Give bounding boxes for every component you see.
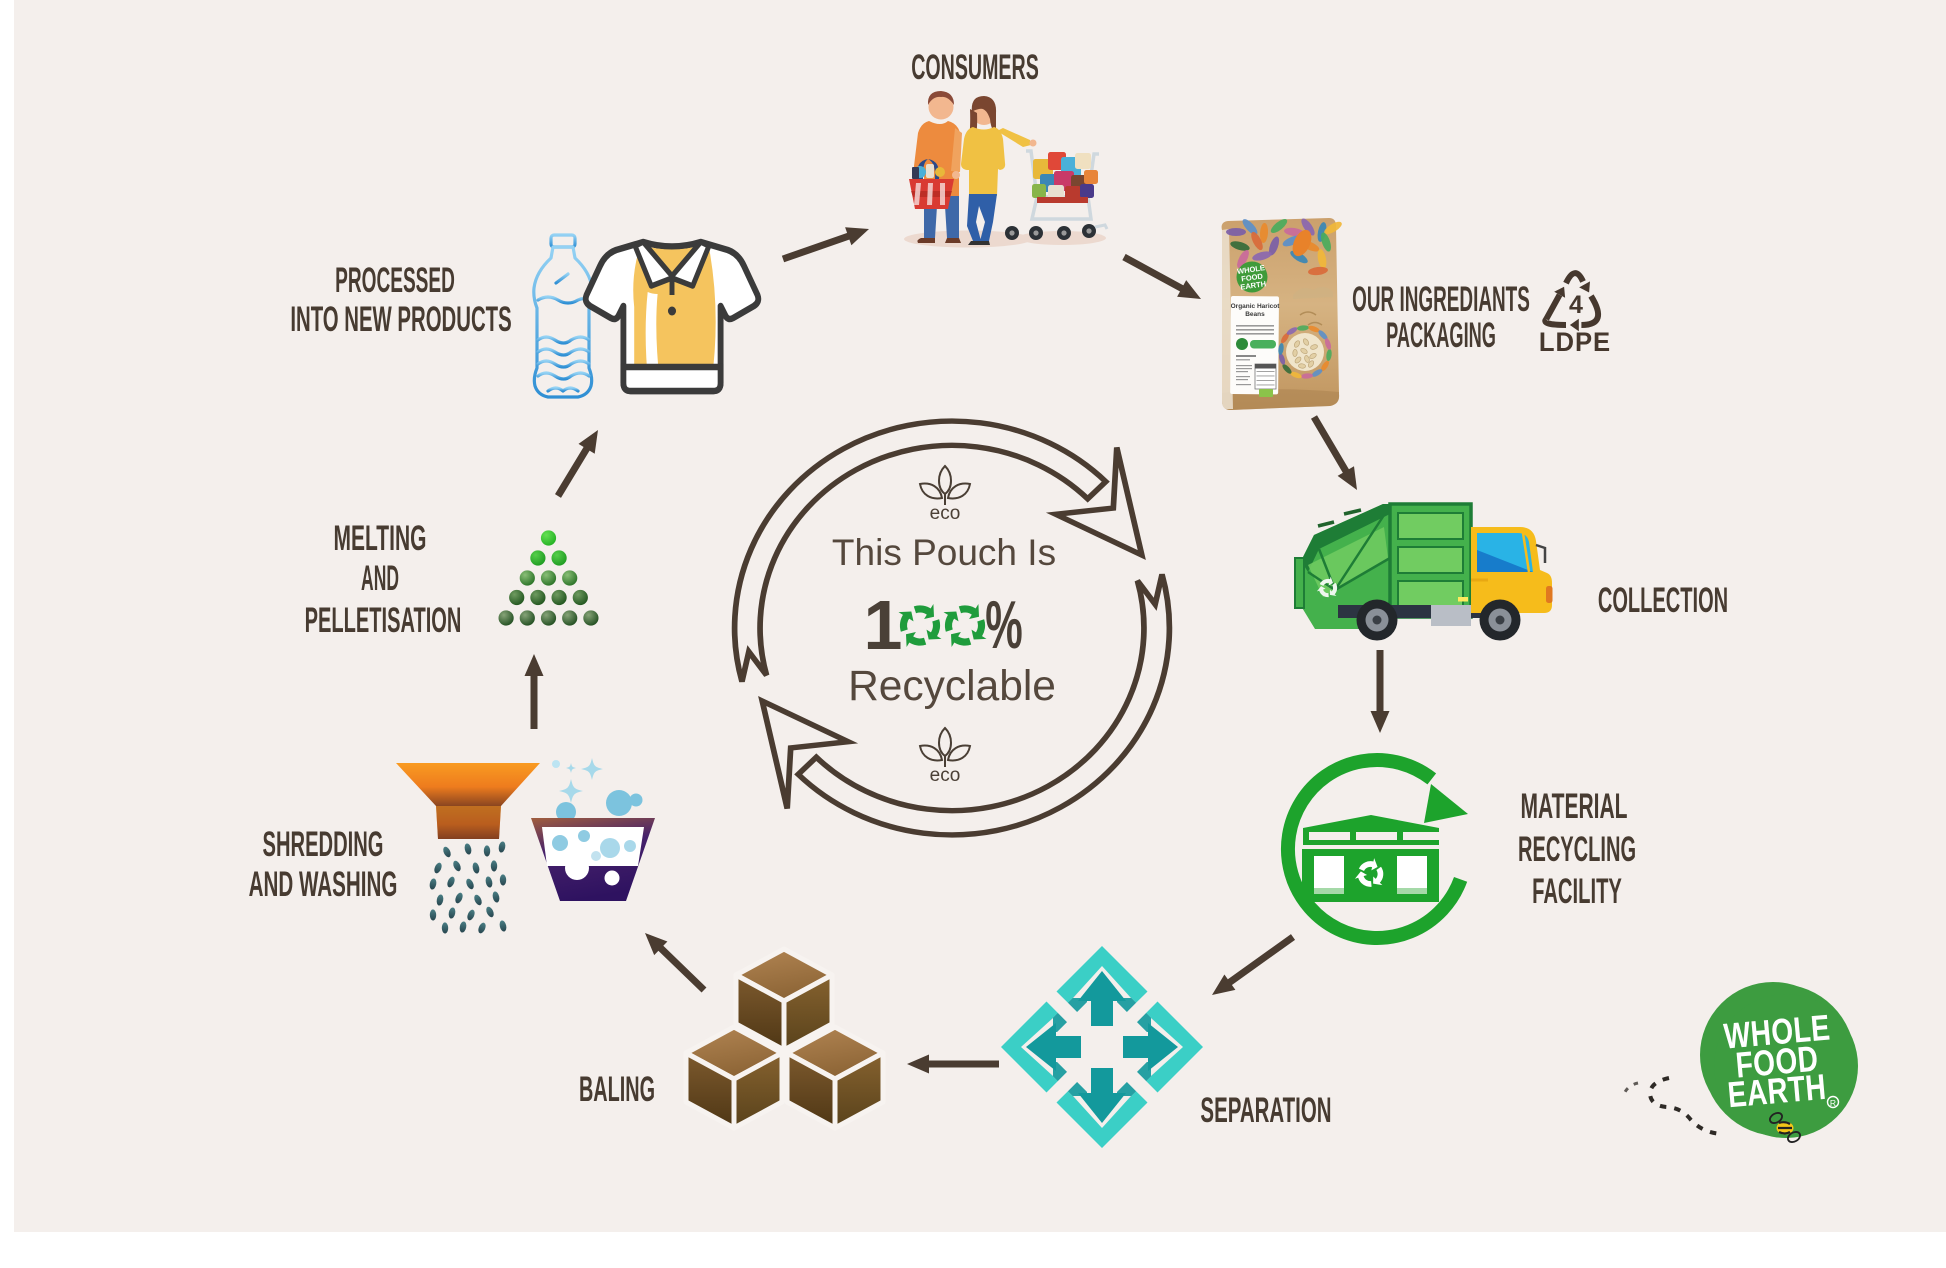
svg-text:R: R — [1830, 1098, 1836, 1108]
svg-text:FOOD: FOOD — [1241, 271, 1264, 283]
svg-text:RECYCLING: RECYCLING — [1518, 830, 1636, 869]
svg-text:1: 1 — [864, 586, 903, 664]
svg-text:4: 4 — [1569, 291, 1583, 319]
svg-text:OUR INGREDIANTS: OUR INGREDIANTS — [1352, 280, 1530, 319]
svg-text:COLLECTION: COLLECTION — [1598, 581, 1728, 620]
svg-text:WHOLE: WHOLE — [1722, 1007, 1831, 1056]
svg-text:AND WASHING: AND WASHING — [249, 866, 398, 905]
svg-text:WHOLE: WHOLE — [1237, 263, 1266, 276]
svg-text:Recyclable: Recyclable — [848, 663, 1056, 710]
svg-text:eco: eco — [930, 503, 961, 524]
svg-text:AND: AND — [361, 558, 399, 597]
svg-text:INTO NEW PRODUCTS: INTO NEW PRODUCTS — [290, 300, 511, 339]
svg-text:FOOD: FOOD — [1734, 1038, 1820, 1085]
svg-text:BALING: BALING — [579, 1070, 655, 1109]
svg-text:EARTH: EARTH — [1240, 279, 1267, 292]
svg-text:MELTING: MELTING — [334, 520, 427, 559]
svg-text:SEPARATION: SEPARATION — [1200, 1091, 1331, 1130]
svg-text:PROCESSED: PROCESSED — [335, 260, 455, 300]
svg-text:EARTH: EARTH — [1726, 1066, 1828, 1115]
svg-text:SHREDDING: SHREDDING — [263, 825, 384, 864]
svg-text:PACKAGING: PACKAGING — [1386, 316, 1496, 355]
svg-text:eco: eco — [930, 765, 961, 786]
svg-text:Organic Haricot: Organic Haricot — [1231, 303, 1281, 310]
svg-text:%: % — [985, 587, 1022, 663]
svg-text:PELLETISATION: PELLETISATION — [305, 601, 462, 640]
svg-text:MATERIAL: MATERIAL — [1520, 788, 1627, 827]
svg-text:This Pouch Is: This Pouch Is — [832, 532, 1056, 573]
svg-text:Beans: Beans — [1245, 311, 1265, 318]
svg-text:LDPE: LDPE — [1539, 326, 1611, 357]
svg-text:FACILITY: FACILITY — [1532, 872, 1622, 911]
svg-text:CONSUMERS: CONSUMERS — [911, 48, 1039, 87]
